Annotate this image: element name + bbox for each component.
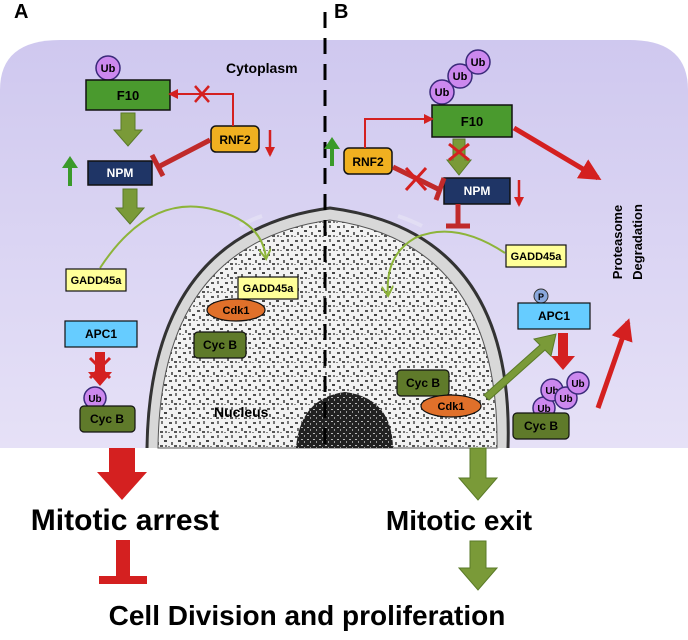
nucleus-label: Nucleus bbox=[214, 404, 269, 420]
rnf2-to-f10-arrow-a bbox=[168, 89, 234, 126]
cycb-label-b-nuc: Cyc B bbox=[406, 376, 440, 390]
cycb-box-a-nuc bbox=[193, 331, 247, 359]
cytoplasm-label: Cytoplasm bbox=[226, 60, 298, 76]
gadd45a-label-a-nuc: GADD45a bbox=[243, 283, 295, 295]
ub-badge-b-f10-3 bbox=[465, 49, 491, 75]
mitotic-exit-label: Mitotic exit bbox=[386, 505, 532, 536]
p-label-b-apc1: P bbox=[538, 292, 544, 302]
panel-label-a: A bbox=[14, 1, 28, 23]
svg-text:Ub: Ub bbox=[545, 386, 558, 397]
rnf2-label-a: RNF2 bbox=[219, 133, 251, 147]
proteasome-label: Proteasome bbox=[610, 205, 625, 279]
gadd45a-label-b: GADD45a bbox=[511, 251, 563, 263]
ub-badge-b-cycb-4 bbox=[566, 371, 590, 395]
f10-box-b bbox=[431, 104, 513, 138]
npm-label-b: NPM bbox=[464, 184, 491, 198]
gadd45a-box-a-nuc bbox=[237, 276, 299, 300]
svg-text:Ub: Ub bbox=[471, 57, 486, 69]
npm-label-a: NPM bbox=[107, 166, 134, 180]
svg-text:Ub: Ub bbox=[435, 87, 450, 99]
ub-label-a-cycb: Ub bbox=[88, 394, 101, 405]
f10-label-b: F10 bbox=[461, 114, 483, 129]
arrest-arrow-a bbox=[97, 448, 147, 500]
ub-badge-b-f10-1 bbox=[429, 79, 455, 105]
npm-up-arrow-a bbox=[62, 156, 78, 186]
svg-text:Ub: Ub bbox=[571, 379, 584, 390]
svg-text:Ub: Ub bbox=[559, 394, 572, 405]
cycb-label-b-cyto: Cyc B bbox=[524, 419, 558, 433]
f10-to-proteasome-arrow bbox=[512, 125, 602, 181]
svg-text:Ub: Ub bbox=[453, 71, 468, 83]
apc1-box-a bbox=[64, 320, 138, 348]
cycb-to-proteasome-arrow bbox=[595, 318, 633, 409]
cdk1-to-apc1-arrow-b bbox=[483, 333, 557, 401]
arrest-inhibits-division-bar bbox=[116, 540, 130, 578]
rnf2-up-arrow-b bbox=[324, 137, 340, 166]
cdk1-ellipse-b bbox=[420, 394, 482, 418]
cycb-label-a-nuc: Cyc B bbox=[203, 338, 237, 352]
rnf2-inhibits-npm-a bbox=[158, 137, 212, 169]
rnf2-to-f10-arrow-b bbox=[364, 114, 434, 148]
gadd45a-label-a-cyto: GADD45a bbox=[71, 275, 123, 287]
panel-b: Ub Ub Ub F10 RNF2 NPM bbox=[324, 49, 633, 591]
cdk1-label-a: Cdk1 bbox=[223, 305, 250, 317]
gadd45a-box-b bbox=[505, 244, 567, 268]
cell-division-label: Cell Division and proliferation bbox=[109, 600, 506, 631]
f10-label-a: F10 bbox=[117, 88, 139, 103]
npm-to-gadd-arrow-a bbox=[114, 188, 146, 225]
nucleolus bbox=[296, 392, 393, 448]
f10-box-a bbox=[85, 79, 171, 111]
panel-a: Ub F10 RNF2 NPM GADD45a GADD45a bbox=[62, 55, 299, 584]
ub-badge-b-f10-2 bbox=[447, 63, 473, 89]
gadd45a-box-a-cyto bbox=[65, 268, 127, 292]
apc1-to-cycb-arrow-b bbox=[551, 333, 575, 370]
rnf2-box-a bbox=[210, 125, 260, 153]
exit-arrow-b bbox=[457, 447, 499, 501]
ub-label-a-f10: Ub bbox=[101, 63, 116, 75]
gadd45a-import-arrow-a bbox=[99, 205, 266, 269]
apc1-label-b: APC1 bbox=[538, 309, 570, 323]
svg-text:Ub: Ub bbox=[537, 404, 550, 415]
panel-label-b: B bbox=[334, 1, 348, 23]
exit-to-division-arrow-b bbox=[457, 540, 499, 591]
apc1-label-a: APC1 bbox=[85, 327, 117, 341]
rnf2-box-b bbox=[343, 147, 393, 175]
f10-to-npm-arrow-a bbox=[112, 112, 144, 147]
cdk1-label-b: Cdk1 bbox=[438, 401, 465, 413]
cdk1-ellipse-a bbox=[206, 298, 266, 322]
gadd45a-import-arrow-b bbox=[388, 230, 506, 295]
cycb-box-b-cyto bbox=[512, 412, 570, 440]
cycb-label-a-cyto: Cyc B bbox=[90, 412, 124, 426]
apc1-box-b bbox=[517, 302, 591, 330]
npm-box-a bbox=[87, 160, 153, 186]
cycb-box-b-nuc bbox=[396, 369, 450, 397]
cycb-box-a-cyto bbox=[79, 405, 136, 433]
mitotic-arrest-label: Mitotic arrest bbox=[31, 504, 219, 537]
degradation-label: Degradation bbox=[630, 204, 645, 280]
npm-box-b bbox=[443, 177, 511, 205]
rnf2-label-b: RNF2 bbox=[352, 155, 384, 169]
